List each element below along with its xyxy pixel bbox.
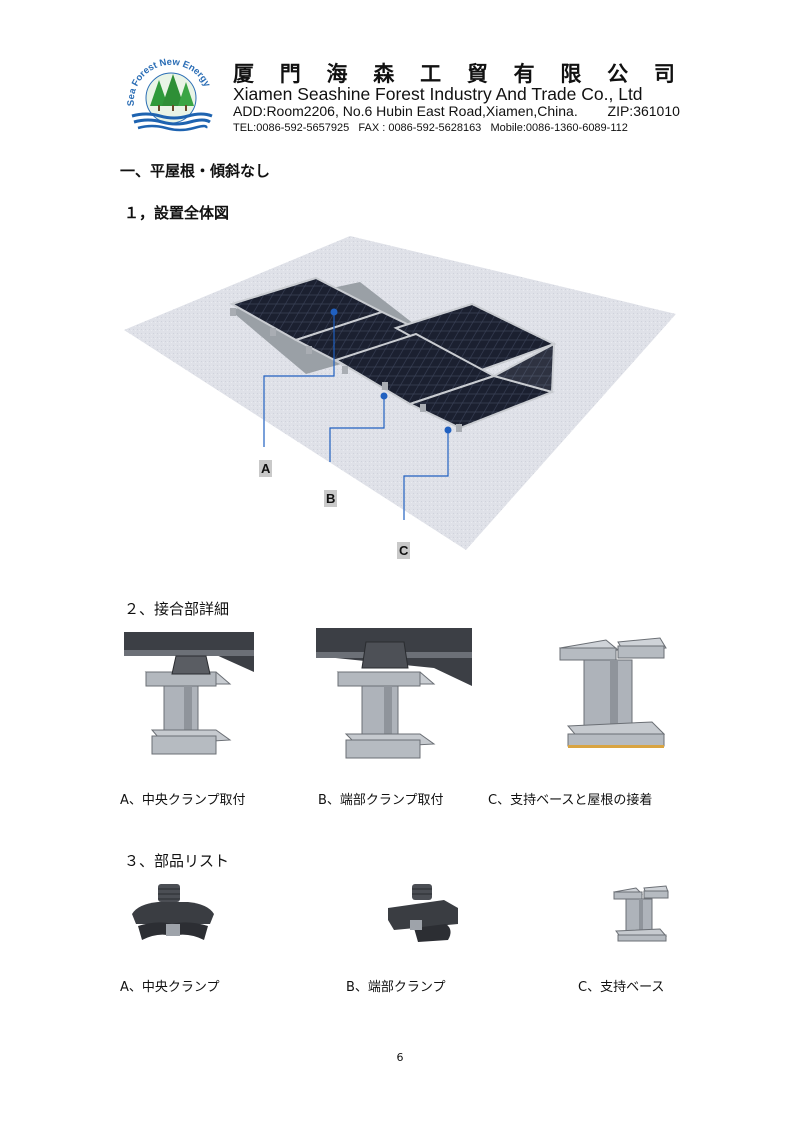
detail-image-center-clamp	[124, 632, 254, 764]
callout-label-c: C	[397, 542, 411, 559]
company-cn-char: 有	[513, 61, 535, 86]
company-address-line: ADD:Room2206, No.6 Hubin East Road,Xiame…	[233, 103, 680, 119]
part-caption-a: A、中央クランプ	[120, 980, 220, 995]
part-caption-c: C、支持ベース	[578, 980, 665, 995]
overview-title: １，設置全体図	[124, 204, 230, 222]
part-image-end-clamp	[384, 884, 462, 950]
callout-dot-a	[330, 308, 338, 316]
part-image-center-clamp	[128, 884, 218, 950]
company-cn-char: 海	[326, 61, 348, 86]
detail-image-support-base	[556, 634, 668, 754]
detail-caption-a: A、中央クランプ取付	[120, 793, 246, 808]
page-number: 6	[396, 1051, 404, 1064]
callout-line-c	[403, 430, 449, 520]
company-cn-char: 限	[560, 61, 582, 86]
company-name-en: Xiamen Seashine Forest Industry And Trad…	[233, 84, 643, 104]
detail-image-end-clamp	[316, 628, 472, 766]
company-cn-char: 司	[653, 61, 675, 86]
company-cn-char: 貿	[466, 61, 488, 86]
company-cn-char: 厦	[233, 61, 254, 86]
company-cn-char: 公	[607, 61, 629, 86]
part-image-support-base	[612, 884, 670, 944]
company-address: ADD:Room2206, No.6 Hubin East Road,Xiame…	[233, 103, 578, 119]
installation-overview-figure	[120, 232, 680, 552]
callout-line-b	[329, 396, 385, 462]
company-contact: TEL:0086-592-5657925 FAX : 0086-592-5628…	[233, 122, 628, 134]
company-name-cn: 厦 門 海 森 工 貿 有 限 公 司	[233, 58, 675, 88]
detail-caption-c: C、支持ベースと屋根の接着	[488, 793, 653, 808]
callout-label-b: B	[324, 490, 338, 507]
detail-caption-b: B、端部クランプ取付	[318, 793, 444, 808]
callout-line-a	[263, 312, 335, 447]
callout-label-a: A	[259, 460, 273, 477]
company-cn-char: 工	[420, 61, 442, 86]
company-cn-char: 門	[279, 61, 301, 86]
parts-title: ３、部品リスト	[124, 852, 230, 870]
details-title: ２、接合部詳細	[124, 600, 230, 618]
solar-panel-row-2	[333, 302, 557, 430]
callout-dot-c	[444, 426, 452, 434]
company-zip: ZIP:361010	[607, 103, 680, 119]
callout-dot-b	[380, 392, 388, 400]
company-logo: Sea Forest New Energy	[126, 57, 216, 136]
company-cn-char: 森	[373, 61, 395, 86]
section-title: 一、平屋根・傾斜なし	[120, 162, 271, 180]
part-caption-b: B、端部クランプ	[346, 980, 446, 995]
